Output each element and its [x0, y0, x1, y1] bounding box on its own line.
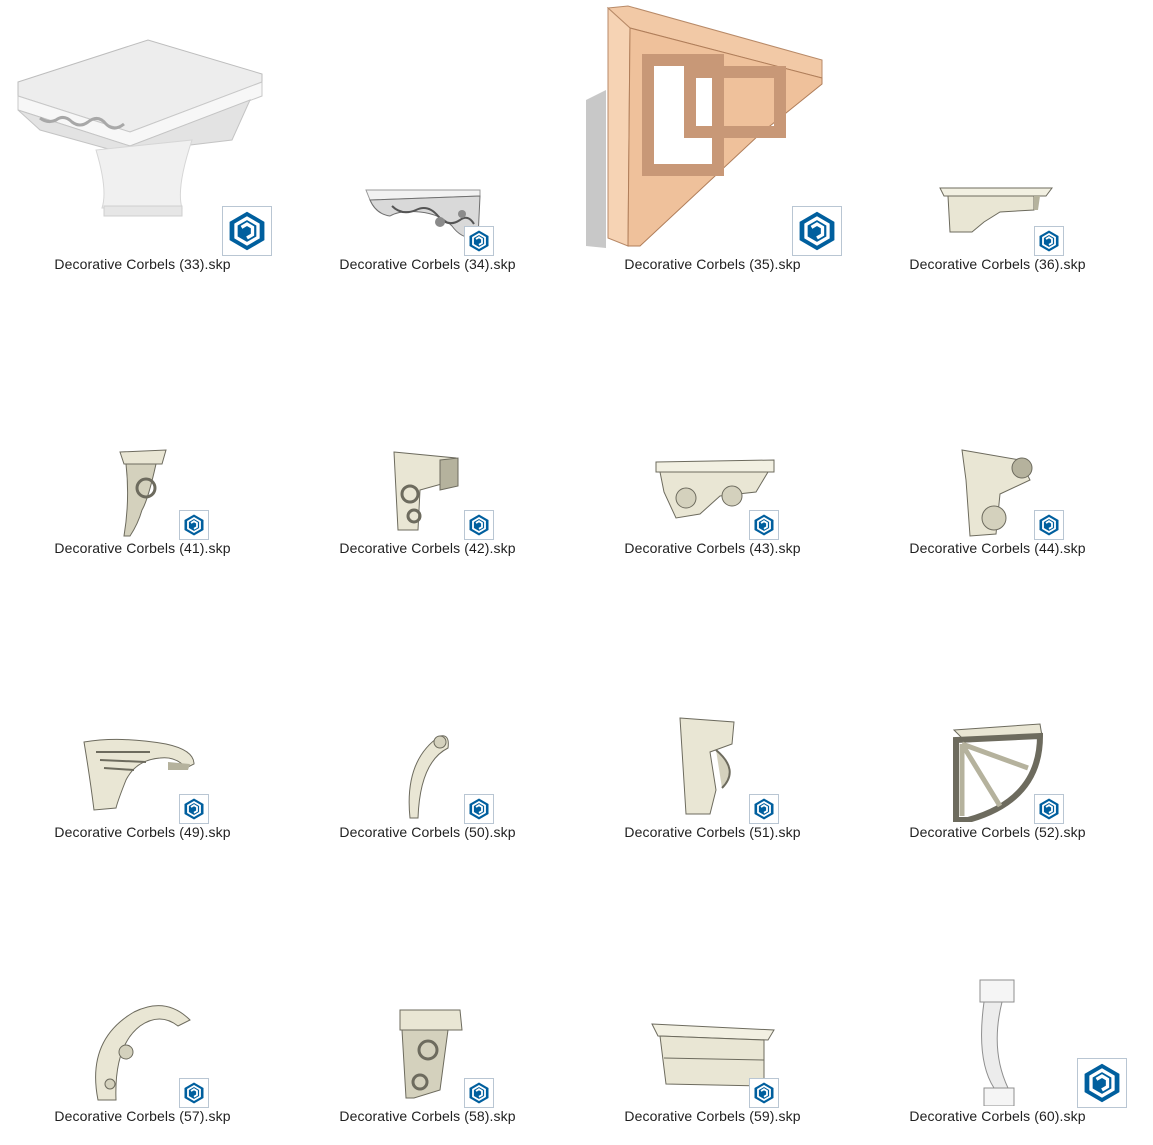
model-preview	[399, 1009, 463, 1099]
sketchup-file-icon	[1039, 230, 1059, 252]
model-preview	[651, 1023, 775, 1087]
file-name: Decorative Corbels (42).skp	[339, 540, 516, 556]
sketchup-badge	[464, 510, 494, 540]
model-preview	[961, 449, 1033, 537]
file-item[interactable]: Decorative Corbels (41).skp	[0, 284, 285, 568]
model-preview	[952, 723, 1044, 822]
file-name: Decorative Corbels (58).skp	[339, 1108, 516, 1124]
file-thumbnail	[570, 0, 855, 256]
sketchup-file-icon	[229, 211, 265, 251]
model-preview	[586, 5, 823, 248]
file-item[interactable]: Decorative Corbels (57).skp	[0, 852, 285, 1136]
model-preview	[679, 717, 735, 815]
file-name: Decorative Corbels (36).skp	[909, 256, 1086, 272]
file-thumbnail	[855, 568, 1140, 824]
model-preview	[95, 1005, 191, 1101]
file-thumbnail	[0, 852, 285, 1108]
file-name: Decorative Corbels (60).skp	[909, 1108, 1086, 1124]
sketchup-badge	[179, 794, 209, 824]
file-thumbnail	[0, 568, 285, 824]
model-preview	[17, 39, 263, 217]
sketchup-file-icon	[754, 1082, 774, 1104]
file-name: Decorative Corbels (57).skp	[54, 1108, 231, 1124]
model-preview	[83, 738, 195, 811]
file-item[interactable]: Decorative Corbels (50).skp	[285, 568, 570, 852]
sketchup-badge	[464, 1078, 494, 1108]
file-item[interactable]: Decorative Corbels (42).skp	[285, 284, 570, 568]
file-item[interactable]: Decorative Corbels (52).skp	[855, 568, 1140, 852]
model-preview	[655, 459, 775, 519]
sketchup-file-icon	[469, 230, 489, 252]
sketchup-file-icon	[184, 514, 204, 536]
file-thumbnail	[855, 852, 1140, 1108]
file-thumbnail	[570, 852, 855, 1108]
sketchup-file-icon	[184, 798, 204, 820]
sketchup-file-icon	[1084, 1063, 1120, 1103]
sketchup-file-icon	[1039, 514, 1059, 536]
sketchup-badge	[792, 206, 842, 256]
file-item[interactable]: Decorative Corbels (51).skp	[570, 568, 855, 852]
file-thumbnail	[570, 284, 855, 540]
file-name: Decorative Corbels (33).skp	[54, 256, 231, 272]
sketchup-badge	[179, 1078, 209, 1108]
file-name: Decorative Corbels (52).skp	[909, 824, 1086, 840]
file-name: Decorative Corbels (50).skp	[339, 824, 516, 840]
file-thumbnail	[0, 0, 285, 256]
file-name: Decorative Corbels (43).skp	[624, 540, 801, 556]
file-item[interactable]: Decorative Corbels (44).skp	[855, 284, 1140, 568]
file-item[interactable]: Decorative Corbels (34).skp	[285, 0, 570, 284]
sketchup-file-icon	[754, 514, 774, 536]
sketchup-file-icon	[754, 798, 774, 820]
file-item[interactable]: Decorative Corbels (33).skp	[0, 0, 285, 284]
model-preview	[365, 189, 481, 239]
sketchup-badge	[1077, 1058, 1127, 1108]
sketchup-file-icon	[469, 514, 489, 536]
file-thumbnail	[855, 0, 1140, 256]
file-name: Decorative Corbels (49).skp	[54, 824, 231, 840]
sketchup-badge	[222, 206, 272, 256]
file-thumbnail	[285, 852, 570, 1108]
sketchup-badge	[1034, 510, 1064, 540]
sketchup-file-icon	[469, 798, 489, 820]
sketchup-file-icon	[184, 1082, 204, 1104]
model-preview	[393, 451, 459, 531]
file-thumbnail	[285, 568, 570, 824]
file-thumbnail	[855, 284, 1140, 540]
file-item[interactable]: Decorative Corbels (58).skp	[285, 852, 570, 1136]
file-item[interactable]: Decorative Corbels (43).skp	[570, 284, 855, 568]
file-name: Decorative Corbels (35).skp	[624, 256, 801, 272]
sketchup-file-icon	[799, 211, 835, 251]
file-thumbnail	[285, 284, 570, 540]
file-item[interactable]: Decorative Corbels (36).skp	[855, 0, 1140, 284]
sketchup-badge	[749, 510, 779, 540]
model-preview	[408, 735, 449, 819]
file-name: Decorative Corbels (51).skp	[624, 824, 801, 840]
sketchup-badge	[179, 510, 209, 540]
sketchup-file-icon	[1039, 798, 1059, 820]
sketchup-badge	[749, 794, 779, 824]
file-name: Decorative Corbels (59).skp	[624, 1108, 801, 1124]
file-item[interactable]: Decorative Corbels (59).skp	[570, 852, 855, 1136]
file-item[interactable]: Decorative Corbels (60).skp	[855, 852, 1140, 1136]
sketchup-badge	[1034, 794, 1064, 824]
sketchup-file-icon	[469, 1082, 489, 1104]
model-preview	[939, 187, 1053, 233]
file-item[interactable]: Decorative Corbels (35).skp	[570, 0, 855, 284]
file-thumbnail	[0, 284, 285, 540]
sketchup-badge	[464, 794, 494, 824]
file-name: Decorative Corbels (41).skp	[54, 540, 231, 556]
file-item[interactable]: Decorative Corbels (49).skp	[0, 568, 285, 852]
file-name: Decorative Corbels (34).skp	[339, 256, 516, 272]
sketchup-badge	[749, 1078, 779, 1108]
model-preview	[119, 449, 167, 537]
sketchup-badge	[464, 226, 494, 256]
model-preview	[979, 979, 1015, 1106]
file-thumbnail	[285, 0, 570, 256]
sketchup-badge	[1034, 226, 1064, 256]
file-name: Decorative Corbels (44).skp	[909, 540, 1086, 556]
file-thumbnail	[570, 568, 855, 824]
